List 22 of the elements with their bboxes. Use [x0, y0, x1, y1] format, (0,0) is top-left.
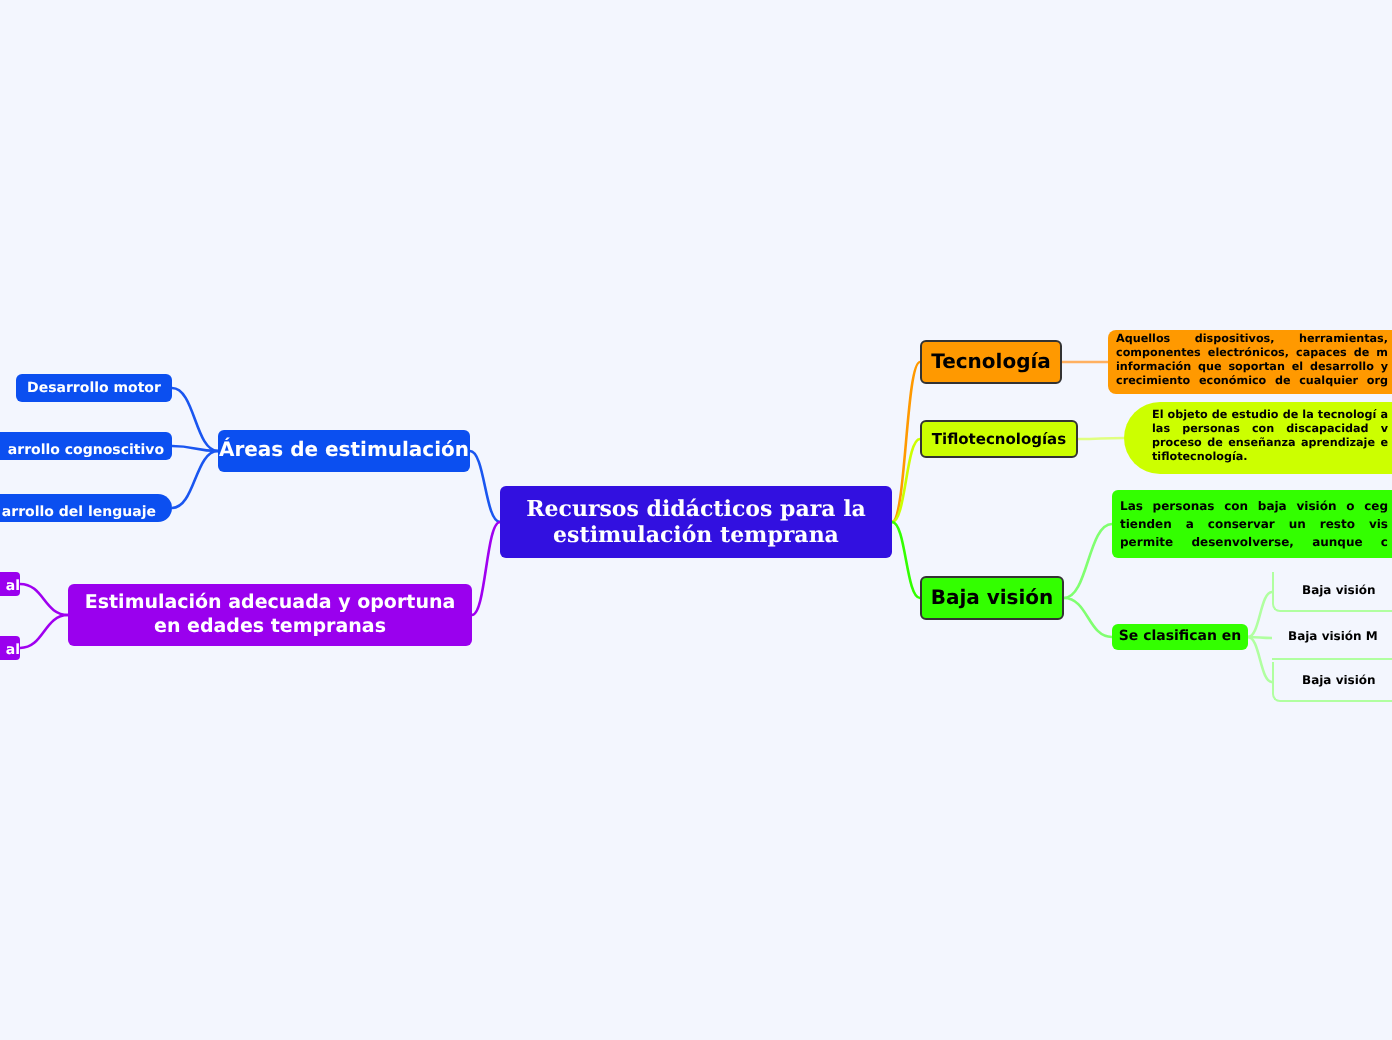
connector-line: [471, 520, 501, 617]
connector-line: [891, 437, 921, 524]
connector-line: [1248, 635, 1272, 640]
connector-line: [469, 449, 501, 524]
topic-box: Estimulación adecuada y oportuna en edades tempranas: [68, 584, 472, 646]
topic-box: Baja visión: [920, 576, 1064, 620]
connector-line: [1062, 360, 1108, 364]
connector-line: [1063, 522, 1113, 600]
connector-line: [19, 613, 69, 650]
connector-line: [891, 520, 921, 600]
connector-line: [171, 449, 219, 510]
connector-line: [19, 582, 69, 617]
connector-line: [1078, 436, 1124, 441]
connector-line: [1247, 590, 1273, 639]
topic-box: Áreas de estimulación: [218, 430, 470, 472]
connector-line: [1063, 596, 1113, 639]
connector-line: [891, 361, 921, 523]
topic-box: Tecnología: [920, 340, 1062, 384]
connector-line: [171, 386, 219, 453]
central-topic-box: Recursos didácticos para la estimulación temprana: [500, 486, 892, 558]
connector-line: [1247, 635, 1273, 684]
connector-line: [171, 444, 219, 453]
